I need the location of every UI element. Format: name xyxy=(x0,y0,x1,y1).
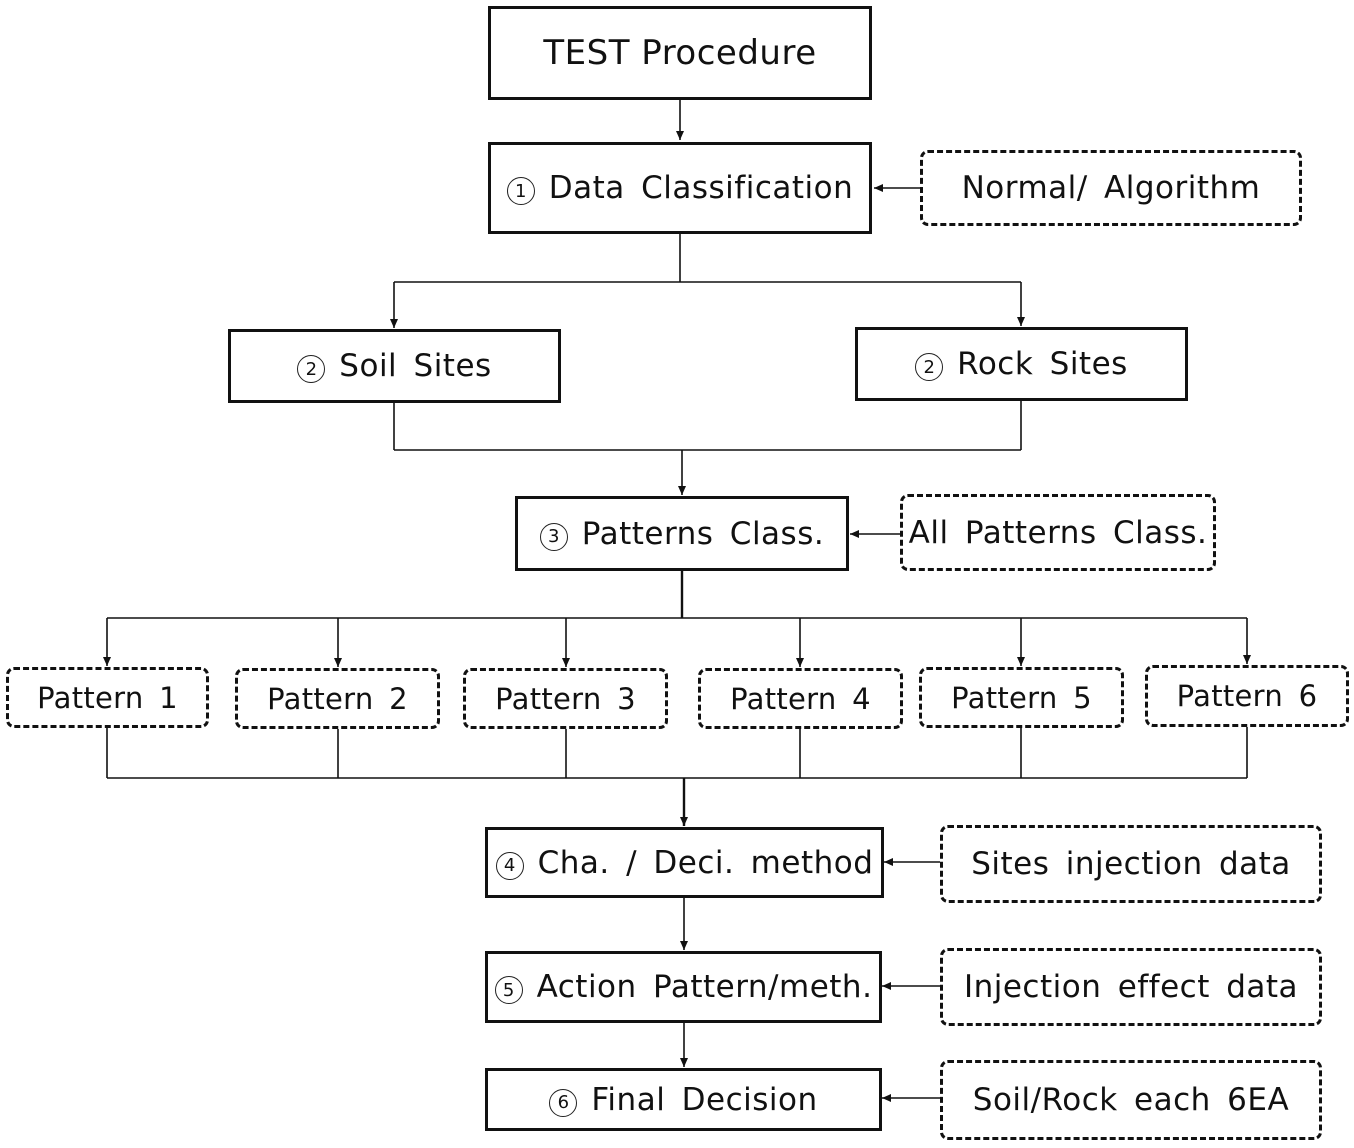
step-patterns-class: 3 Patterns Class. xyxy=(515,496,849,571)
step-final-decision: 6 Final Decision xyxy=(485,1068,882,1131)
step-label: Patterns Class. xyxy=(581,515,825,552)
step-characterization-decision-method: 4 Cha. / Deci. method xyxy=(485,827,884,898)
pattern-1: Pattern 1 xyxy=(6,667,209,728)
input-injection-effect-data: Injection effect data xyxy=(940,948,1322,1026)
step-number-badge: 6 xyxy=(549,1088,578,1117)
step-number-badge: 2 xyxy=(297,355,326,383)
pattern-3: Pattern 3 xyxy=(463,668,668,729)
step-number-badge: 3 xyxy=(539,522,568,551)
step-label: Action Pattern/meth. xyxy=(536,969,873,1005)
pattern-label: Pattern 3 xyxy=(495,681,636,716)
step-action-pattern-method: 5 Action Pattern/meth. xyxy=(485,951,882,1023)
input-normal-algorithm: Normal/ Algorithm xyxy=(920,150,1302,226)
title-box: TEST Procedure xyxy=(488,6,872,100)
step-label: Rock Sites xyxy=(957,346,1128,382)
step-number-badge: 1 xyxy=(506,177,535,205)
input-label: Injection effect data xyxy=(963,969,1299,1005)
step-number-badge: 2 xyxy=(915,353,944,381)
step-label: Cha. / Deci. method xyxy=(537,844,874,881)
input-label: All Patterns Class. xyxy=(908,514,1208,551)
pattern-label: Pattern 5 xyxy=(951,680,1092,715)
pattern-2: Pattern 2 xyxy=(235,668,440,729)
step-label: Final Decision xyxy=(591,1081,818,1118)
input-label: Sites injection data xyxy=(971,846,1291,882)
step-label: Data Classification xyxy=(548,170,854,206)
input-soil-rock-each-6ea: Soil/Rock each 6EA xyxy=(940,1060,1322,1140)
input-label: Soil/Rock each 6EA xyxy=(972,1082,1290,1118)
step-data-classification: 1 Data Classification xyxy=(488,142,872,234)
pattern-label: Pattern 4 xyxy=(730,681,871,716)
title-text: TEST Procedure xyxy=(543,33,817,73)
step-rock-sites: 2 Rock Sites xyxy=(855,327,1188,401)
step-number-badge: 5 xyxy=(494,976,523,1004)
pattern-6: Pattern 6 xyxy=(1145,665,1349,727)
step-label: Soil Sites xyxy=(339,348,492,384)
pattern-label: Pattern 2 xyxy=(267,681,408,716)
pattern-4: Pattern 4 xyxy=(698,668,903,729)
pattern-label: Pattern 6 xyxy=(1176,679,1318,713)
pattern-label: Pattern 1 xyxy=(37,680,178,715)
pattern-5: Pattern 5 xyxy=(919,667,1124,728)
step-soil-sites: 2 Soil Sites xyxy=(228,329,561,403)
input-label: Normal/ Algorithm xyxy=(961,170,1261,206)
input-sites-injection-data: Sites injection data xyxy=(940,825,1322,903)
step-number-badge: 4 xyxy=(495,851,524,880)
input-all-patterns-class: All Patterns Class. xyxy=(900,494,1216,571)
